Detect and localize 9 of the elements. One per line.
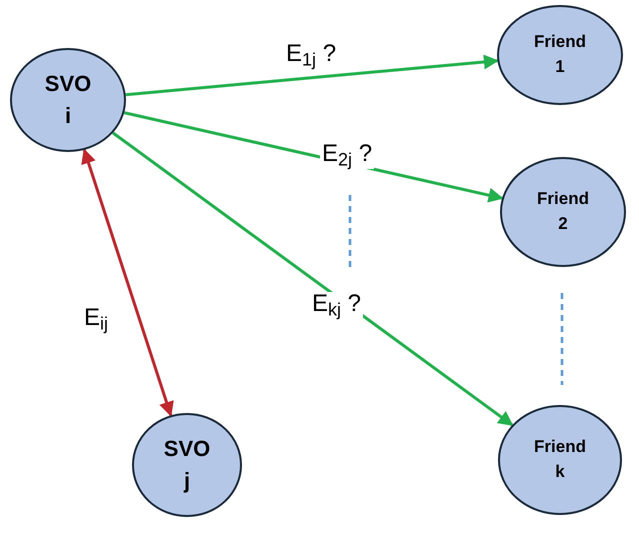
node-label: SVO i xyxy=(44,70,92,130)
node-label: Friend 2 xyxy=(536,188,590,235)
edge-label: E$_{2j}$ ? xyxy=(320,142,374,168)
node-label: SVO j xyxy=(162,435,212,495)
arrow xyxy=(126,54,499,96)
node-label: Friend 1 xyxy=(533,31,587,78)
node-label: Friend k xyxy=(533,436,587,483)
arrow xyxy=(112,132,514,426)
arrow xyxy=(81,148,174,417)
